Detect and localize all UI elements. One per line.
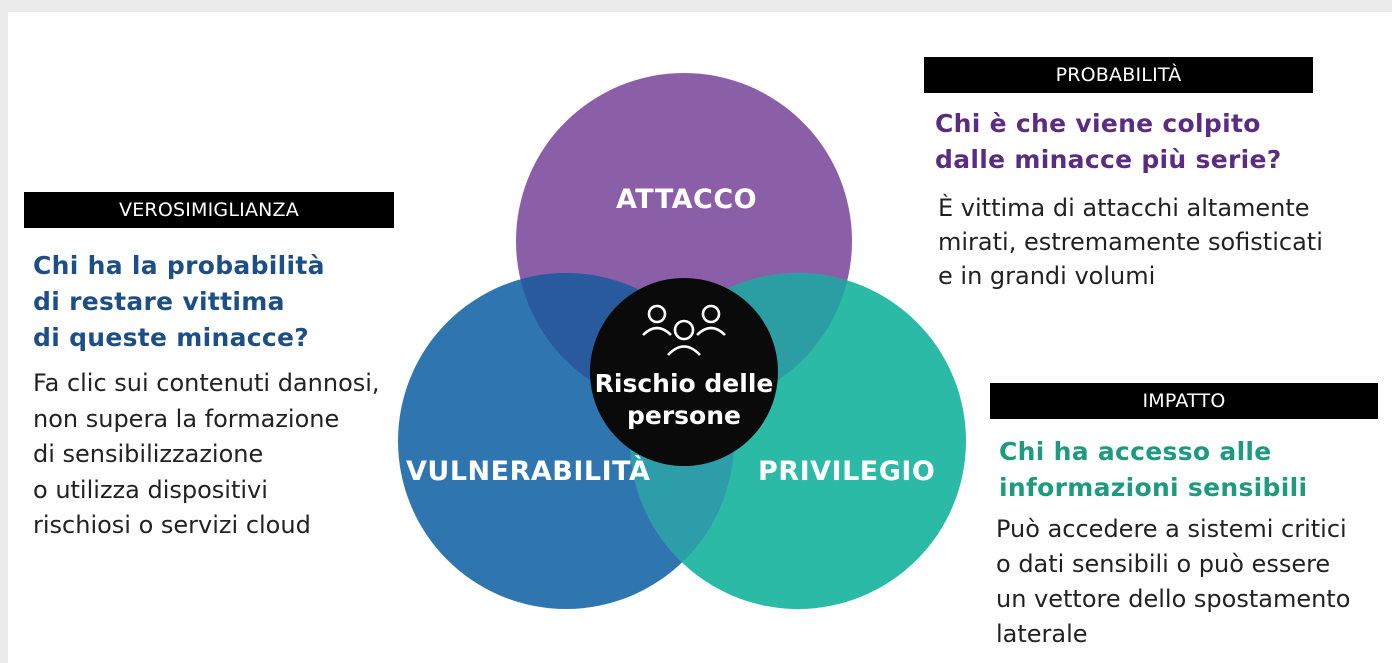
top-right-question-line: Chi è che viene colpito (935, 109, 1261, 138)
privilegio-label: PRIVILEGIO (758, 456, 936, 487)
top-right-description-line: È vittima di attacchi altamente (938, 194, 1310, 222)
top-right-question-line: dalle minacce più serie? (935, 145, 1282, 174)
top-right-description-line: mirati, estremamente sofisticati (938, 228, 1323, 256)
left-question: Chi ha la probabilità di restare vittima… (33, 248, 325, 356)
probabilita-tag: PROBABILITÀ (924, 57, 1313, 93)
bottom-right-description-line: un vettore dello spostamento (996, 585, 1351, 613)
left-description: Fa clic sui contenuti dannosi, non super… (33, 366, 380, 544)
top-right-description: È vittima di attacchi altamente mirati, … (938, 191, 1323, 293)
people-group-icon (642, 304, 726, 356)
top-right-description-line: e in grandi volumi (938, 262, 1156, 290)
bottom-right-question-line: Chi ha accesso alle (999, 437, 1272, 466)
bottom-right-description-line: o dati sensibili o può essere (996, 550, 1331, 578)
left-question-line: di queste minacce? (33, 323, 310, 352)
center-label: Rischio delle persone (589, 368, 779, 432)
verosimiglianza-tag: VEROSIMIGLIANZA (24, 192, 394, 228)
bottom-right-description-line: Può accedere a sistemi critici (996, 515, 1347, 543)
top-right-question: Chi è che viene colpito dalle minacce pi… (935, 106, 1282, 178)
left-question-line: Chi ha la probabilità (33, 251, 325, 280)
bottom-right-description: Può accedere a sistemi critici o dati se… (996, 512, 1350, 652)
bottom-right-question-line: informazioni sensibili (999, 473, 1308, 502)
vulnerabilita-label: VULNERABILITÀ (406, 456, 651, 487)
impatto-tag: IMPATTO (990, 383, 1378, 419)
center-label-line-2: persone (627, 401, 741, 430)
center-circle (590, 278, 778, 466)
center-label-line-1: Rischio delle (594, 369, 774, 398)
attacco-label: ATTACCO (616, 184, 758, 215)
left-description-line: Fa clic sui contenuti dannosi, (33, 369, 380, 397)
left-description-line: rischiosi o servizi cloud (33, 511, 311, 539)
left-description-line: non supera la formazione (33, 404, 340, 433)
left-question-line: di restare vittima (33, 287, 285, 316)
left-description-line: di sensibilizzazione (33, 440, 264, 468)
bottom-right-description-line: laterale (996, 620, 1088, 648)
bottom-right-question: Chi ha accesso alle informazioni sensibi… (999, 434, 1307, 506)
left-description-line: o utilizza dispositivi (33, 475, 268, 504)
